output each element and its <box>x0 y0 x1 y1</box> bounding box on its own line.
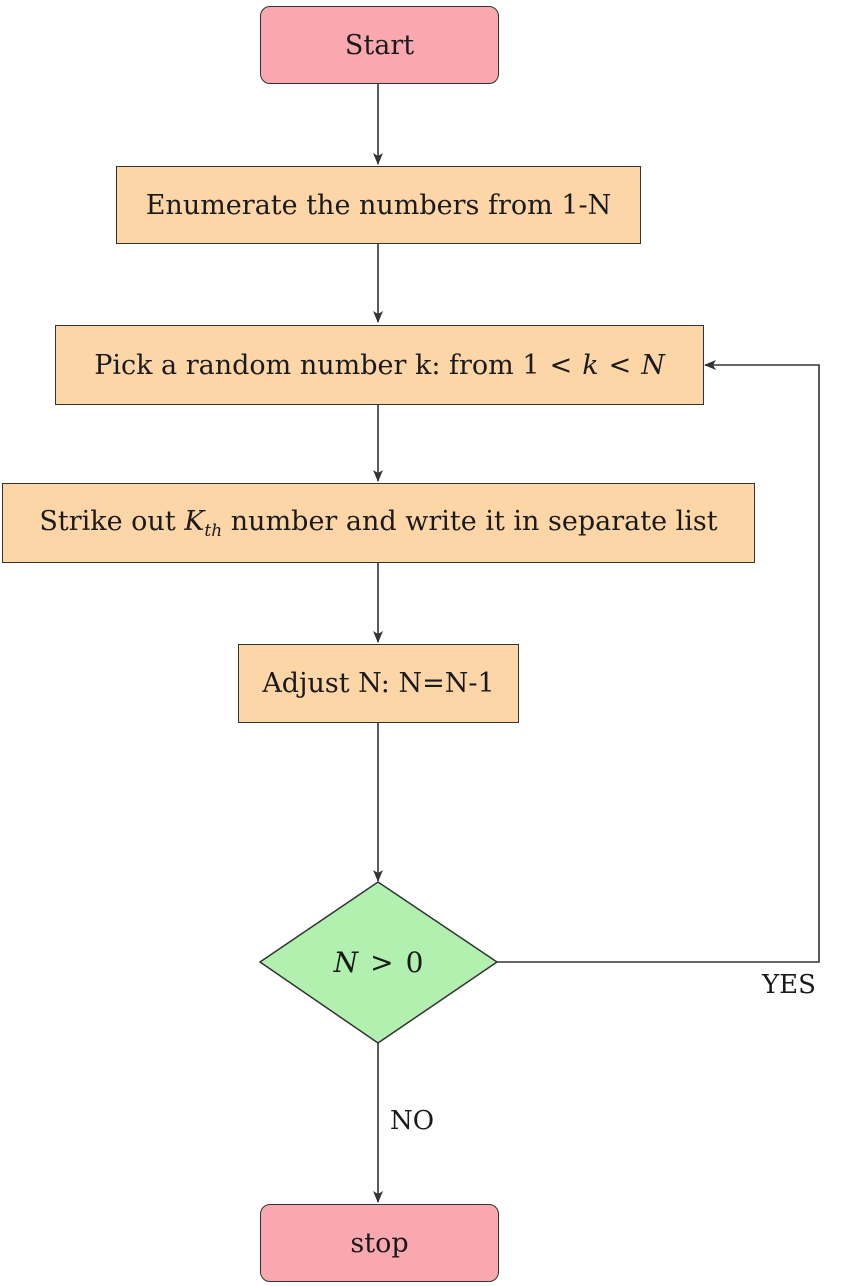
strike-suffix: number and write it in separate list <box>222 505 718 537</box>
adjust-n-label: Adjust N: N=N-1 <box>262 668 495 699</box>
decision-zero: 0 <box>405 945 424 979</box>
decision-n: N <box>333 945 359 979</box>
start-terminal: Start <box>260 6 499 84</box>
strike-k: K <box>184 505 205 537</box>
decision-condition: N >0 <box>260 922 497 1002</box>
pick-lt-1: < <box>549 349 573 381</box>
pick-k: k <box>582 349 599 381</box>
decision-gt: > <box>370 945 394 979</box>
pick-random-label: Pick a random number k: from 1 < k < N <box>94 350 665 381</box>
strike-out-label: Strike out Kth number and write it in se… <box>39 506 717 541</box>
strike-out-step: Strike out Kth number and write it in se… <box>2 483 755 563</box>
no-label: NO <box>390 1106 435 1136</box>
pick-n: N <box>641 349 665 381</box>
enumerate-step: Enumerate the numbers from 1-N <box>116 166 641 244</box>
stop-label: stop <box>350 1227 409 1259</box>
pick-prefix: Pick a random number k: from <box>94 349 523 381</box>
decision-condition-label: N >0 <box>334 946 424 979</box>
enumerate-label: Enumerate the numbers from 1-N <box>145 189 612 221</box>
pick-random-step: Pick a random number k: from 1 < k < N <box>55 325 704 405</box>
stop-terminal: stop <box>260 1204 499 1282</box>
pick-lt-2: < <box>608 349 632 381</box>
strike-k-subscript: th <box>204 520 223 541</box>
start-label: Start <box>344 29 415 61</box>
arrow-decision-yes-loop <box>497 360 820 963</box>
adjust-n-step: Adjust N: N=N-1 <box>238 644 519 723</box>
yes-label: YES <box>762 970 816 1000</box>
pick-one: 1 <box>522 349 540 381</box>
strike-prefix: Strike out <box>39 505 185 537</box>
decision-diamond <box>258 881 499 1044</box>
